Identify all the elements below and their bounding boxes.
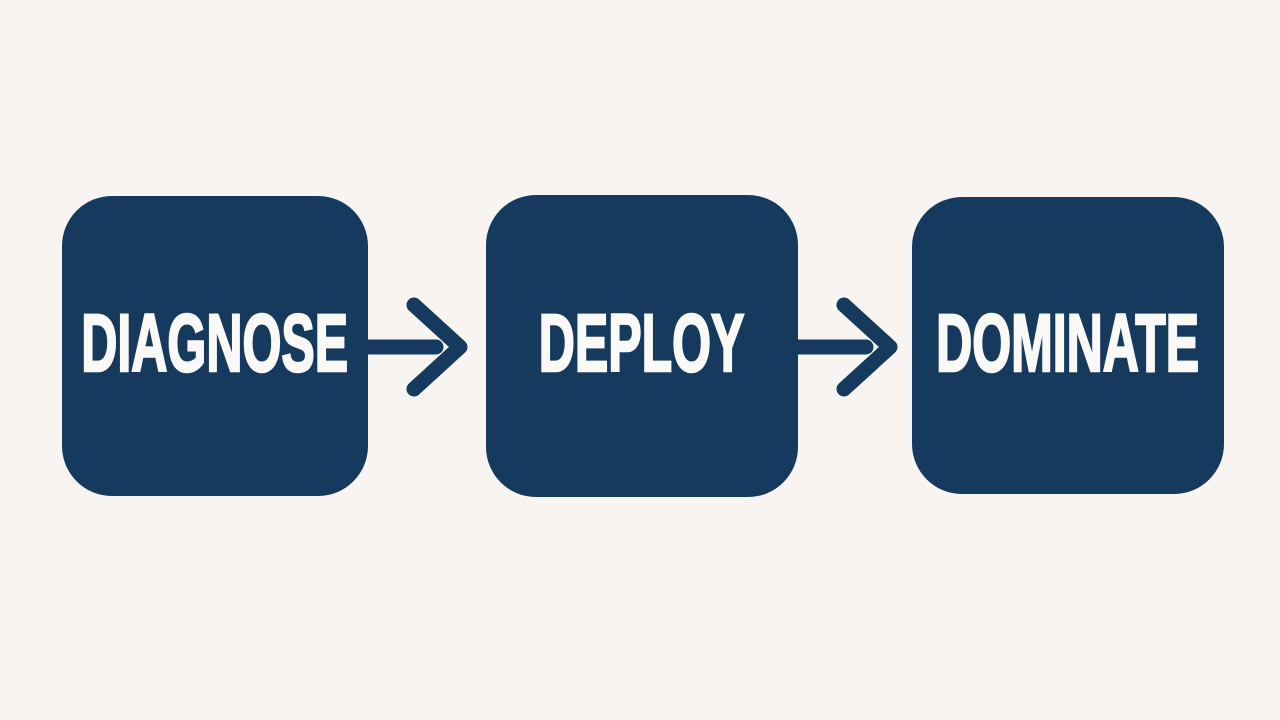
step-box-dominate: DOMINATE xyxy=(912,197,1224,494)
arrow-head xyxy=(836,297,898,397)
step-label-deploy: DEPLOY xyxy=(538,298,745,389)
arrow-right-icon xyxy=(786,297,898,397)
arrow-head xyxy=(406,297,468,397)
arrow-right-icon xyxy=(356,297,468,397)
step-label-diagnose: DIAGNOSE xyxy=(81,298,349,389)
step-label-dominate: DOMINATE xyxy=(936,297,1201,389)
step-box-diagnose: DIAGNOSE xyxy=(62,196,368,496)
step-box-deploy: DEPLOY xyxy=(486,195,798,497)
